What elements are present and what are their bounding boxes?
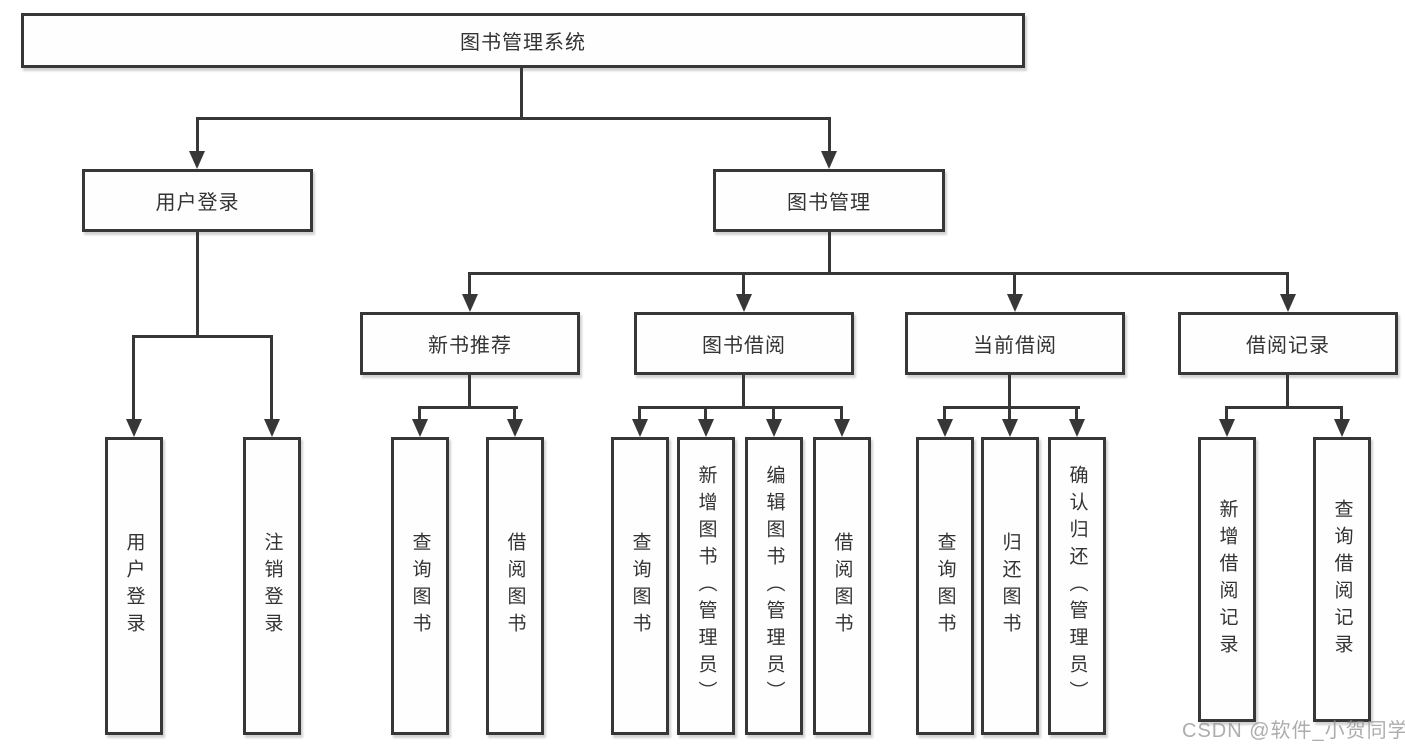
node-book-borrow-label: 图书借阅 — [702, 335, 786, 357]
leaf-newbook-borrow: 借阅图书 — [486, 437, 544, 735]
connector-bookborrow-stem — [742, 272, 745, 297]
node-borrow-records-label: 借阅记录 — [1246, 335, 1330, 357]
csdn-watermark: CSDN @软件_小贺同学 — [1182, 720, 1405, 742]
connector-leaf-bb4-stem — [840, 406, 843, 421]
leaf-user-login: 用户登录 — [105, 437, 163, 735]
arrowhead-currentborrow — [1007, 294, 1023, 312]
connector-bookborrow-branch — [638, 406, 843, 409]
connector-leaf-cb2-stem — [1008, 406, 1011, 421]
connector-leaf-userlogin-stem — [132, 335, 135, 421]
leaf-borrow-query: 查询图书 — [611, 437, 669, 735]
node-book-management: 图书管理 — [713, 169, 945, 232]
connector-currentborrow-branch — [943, 406, 1080, 409]
arrowhead-leaf-br1 — [1219, 419, 1235, 437]
node-book-borrow: 图书借阅 — [634, 312, 854, 375]
connector-leaf-bb1-stem — [638, 406, 641, 421]
connector-borrowrecords-branch — [1225, 406, 1343, 409]
connector-userlogin-stem — [196, 117, 199, 153]
connector-userlogin-down — [196, 232, 199, 338]
connector-root-stem — [520, 68, 523, 119]
leaf-borrow-edit-admin-label: 编辑图书（管理员） — [763, 464, 785, 708]
node-current-borrow: 当前借阅 — [905, 312, 1125, 375]
leaf-add-borrow-record-label: 新增借阅记录 — [1216, 498, 1238, 661]
arrowhead-leaf-nb1 — [412, 419, 428, 437]
connector-leaf-bb2-stem — [704, 406, 707, 421]
connector-leaf-nb1-stem — [418, 406, 421, 421]
leaf-borrow-add-admin: 新增图书（管理员） — [677, 437, 735, 735]
connector-newbook-stem — [468, 272, 471, 297]
arrowhead-leaf-nb2 — [507, 419, 523, 437]
leaf-borrow-edit-admin: 编辑图书（管理员） — [745, 437, 803, 735]
leaf-borrow-book: 借阅图书 — [813, 437, 871, 735]
connector-level2-branch — [468, 272, 1289, 275]
arrowhead-leaf-bb3 — [766, 419, 782, 437]
leaf-return-book: 归还图书 — [981, 437, 1039, 735]
leaf-borrow-query-label: 查询图书 — [629, 532, 651, 640]
node-user-login: 用户登录 — [82, 169, 313, 232]
arrowhead-leaf-bb2 — [698, 419, 714, 437]
connector-newbook-branch — [418, 406, 518, 409]
arrowhead-leaf-cb2 — [1002, 419, 1018, 437]
arrowhead-leaf-bb1 — [632, 419, 648, 437]
connector-leaf-bb3-stem — [772, 406, 775, 421]
connector-currentborrow-stem — [1013, 272, 1016, 297]
leaf-newbook-query: 查询图书 — [391, 437, 449, 735]
node-root: 图书管理系统 — [21, 13, 1025, 68]
connector-userlogin-branch — [132, 335, 273, 338]
leaf-newbook-borrow-label: 借阅图书 — [504, 532, 526, 640]
connector-bookmgmt-stem — [828, 117, 831, 153]
connector-leaf-br1-stem — [1225, 406, 1228, 421]
node-borrow-records: 借阅记录 — [1178, 312, 1398, 375]
connector-root-branch — [196, 117, 831, 120]
leaf-logout-label: 注销登录 — [261, 532, 283, 640]
leaf-logout: 注销登录 — [243, 437, 301, 735]
node-root-label: 图书管理系统 — [460, 32, 586, 54]
node-user-login-label: 用户登录 — [155, 192, 240, 214]
node-new-book-recommend-label: 新书推荐 — [428, 335, 512, 357]
leaf-query-borrow-record-label: 查询借阅记录 — [1331, 498, 1353, 661]
leaf-newbook-query-label: 查询图书 — [409, 532, 431, 640]
arrowhead-bookmgmt — [821, 151, 837, 169]
connector-borrowrecords-stem — [1286, 272, 1289, 297]
connector-borrowrecords-down — [1286, 375, 1289, 409]
arrowhead-borrowrecords — [1280, 294, 1296, 312]
connector-currentborrow-down — [1008, 375, 1011, 409]
node-current-borrow-label: 当前借阅 — [973, 335, 1057, 357]
arrowhead-leaf-cb3 — [1069, 419, 1085, 437]
leaf-add-borrow-record: 新增借阅记录 — [1198, 437, 1256, 722]
connector-leaf-nb2-stem — [513, 406, 516, 421]
connector-bookmgmt-down — [828, 232, 831, 275]
leaf-borrow-book-label: 借阅图书 — [831, 532, 853, 640]
node-new-book-recommend: 新书推荐 — [360, 312, 580, 375]
connector-leaf-cb1-stem — [943, 406, 946, 421]
leaf-confirm-return-admin-label: 确认归还（管理员） — [1066, 464, 1088, 708]
arrowhead-newbook — [462, 294, 478, 312]
node-book-management-label: 图书管理 — [787, 192, 871, 214]
leaf-confirm-return-admin: 确认归还（管理员） — [1048, 437, 1106, 735]
leaf-current-query-label: 查询图书 — [934, 532, 956, 640]
arrowhead-bookborrow — [736, 294, 752, 312]
connector-leaf-logout-stem — [270, 335, 273, 421]
leaf-borrow-add-admin-label: 新增图书（管理员） — [695, 464, 717, 708]
connector-newbook-down — [468, 375, 471, 409]
leaf-current-query: 查询图书 — [916, 437, 974, 735]
arrowhead-leaf-cb1 — [937, 419, 953, 437]
arrowhead-leaf-logout — [264, 419, 280, 437]
leaf-return-book-label: 归还图书 — [999, 532, 1021, 640]
arrowhead-leaf-userlogin — [126, 419, 142, 437]
leaf-query-borrow-record: 查询借阅记录 — [1313, 437, 1371, 722]
arrowhead-leaf-bb4 — [834, 419, 850, 437]
leaf-user-login-label: 用户登录 — [123, 532, 145, 640]
connector-leaf-br2-stem — [1340, 406, 1343, 421]
arrowhead-leaf-br2 — [1334, 419, 1350, 437]
arrowhead-userlogin — [189, 151, 205, 169]
connector-bookborrow-down — [742, 375, 745, 409]
connector-leaf-cb3-stem — [1075, 406, 1078, 421]
